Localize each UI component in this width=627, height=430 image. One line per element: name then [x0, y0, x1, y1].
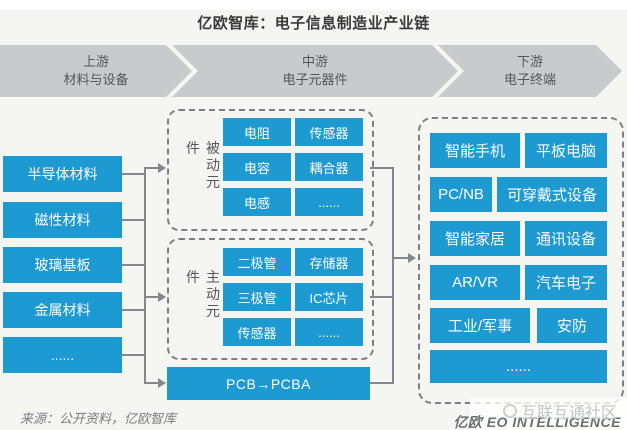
arrow-right-icon: [158, 292, 166, 302]
connector-line: [370, 167, 394, 169]
stage-upstream-line2: 材料与设备: [63, 72, 129, 87]
material-box-magnetic: 磁性材料: [3, 202, 122, 238]
component-box-inductor: 电感: [223, 188, 291, 216]
material-box-glass: 玻璃基板: [3, 247, 122, 283]
connector-line: [370, 296, 394, 298]
watermark-community-label: 互联互通社区: [520, 405, 617, 422]
arrow-right-icon: [158, 163, 166, 173]
terminal-box-smart-home: 智能家居: [430, 221, 520, 256]
stage-arrow-midstream: 中游 电子元器件: [172, 45, 458, 97]
terminal-box-pc-nb: PC/NB: [430, 177, 492, 212]
terminal-box-automotive: 汽车电子: [525, 265, 607, 300]
component-box-sensor: 传感器: [295, 118, 363, 146]
component-box-triode: 三极管: [223, 283, 291, 311]
terminal-box-smartphone: 智能手机: [430, 133, 520, 168]
component-box-ic-chip: IC芯片: [295, 283, 363, 311]
watermark-community: 互联互通社区: [502, 399, 617, 423]
connector-line: [392, 167, 394, 384]
page-title: 亿欧智库：电子信息制造业产业链: [197, 15, 430, 32]
arrow-right-icon: [408, 253, 416, 263]
connector-line: [122, 219, 146, 221]
connector-line: [144, 167, 146, 384]
watermark-backdrop: [470, 398, 627, 430]
component-box-coupler: 耦合器: [295, 153, 363, 181]
material-box-metal: 金属材料: [3, 292, 122, 328]
terminal-box-tablet: 平板电脑: [525, 133, 607, 168]
stage-arrow-downstream: 下游 电子终端: [438, 45, 622, 97]
connector-line: [122, 354, 146, 356]
connector-line: [144, 296, 158, 298]
connector-line: [122, 264, 146, 266]
stage-midstream-line2: 电子元器件: [282, 72, 348, 87]
pcb-pcba-box: PCB→PCBA: [167, 367, 370, 400]
passive-group-label: 被动元件: [185, 140, 221, 192]
stage-downstream-line1: 下游: [516, 54, 543, 70]
terminal-box-security: 安防: [537, 308, 607, 343]
terminal-box-telecom: 通讯设备: [525, 221, 607, 256]
component-box-more-passive: ......: [295, 188, 363, 216]
terminal-box-more: ......: [430, 350, 607, 383]
terminal-box-wearable: 可穿戴式设备: [497, 177, 607, 212]
component-box-memory: 存储器: [295, 248, 363, 276]
connector-line: [370, 382, 394, 384]
terminal-box-industrial-military: 工业/军事: [430, 308, 530, 343]
material-box-semiconductor: 半导体材料: [3, 156, 122, 192]
material-box-more: ......: [3, 337, 122, 373]
stage-midstream-line1: 中游: [301, 54, 328, 70]
source-note: 来源：公开资料，亿欧智库: [20, 411, 177, 426]
connector-line: [122, 309, 146, 311]
stage-arrow-upstream: 上游 材料与设备: [0, 45, 192, 97]
connector-line: [144, 382, 158, 384]
stage-downstream-line2: 电子终端: [503, 72, 556, 87]
passive-components-group: 被动元件: [167, 109, 374, 231]
component-box-capacitor: 电容: [223, 153, 291, 181]
active-components-group: 主动元件: [167, 238, 374, 360]
community-logo-icon: [502, 404, 517, 418]
connector-line: [122, 173, 146, 175]
stage-upstream-line1: 上游: [82, 54, 109, 70]
arrow-right-icon: [158, 378, 166, 388]
connector-line: [392, 257, 408, 259]
component-box-more-active: ......: [295, 318, 363, 346]
active-group-label: 主动元件: [185, 269, 221, 321]
terminal-box-ar-vr: AR/VR: [430, 265, 520, 300]
connector-line: [144, 167, 158, 169]
watermark-brand: 亿欧 EO INTELLIGENCE: [453, 414, 621, 430]
component-box-resistor: 电阻: [223, 118, 291, 146]
component-box-sensor-active: 传感器: [223, 318, 291, 346]
component-box-diode: 二极管: [223, 248, 291, 276]
